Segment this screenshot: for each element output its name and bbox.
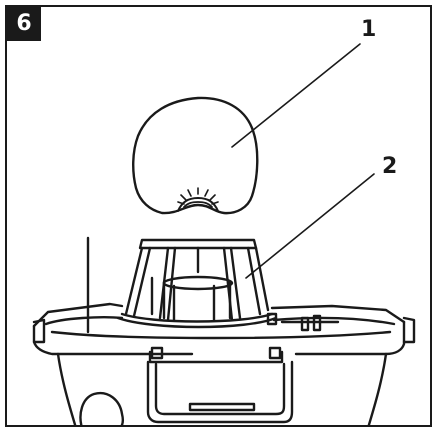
callout-label-2: 2 — [382, 154, 398, 179]
tank-body — [56, 352, 388, 425]
filter-bag — [132, 96, 259, 215]
callout-label-1: 1 — [361, 17, 377, 42]
callout-2-leader — [245, 173, 375, 279]
tank-rim — [32, 302, 416, 356]
rim-fittings — [266, 312, 340, 332]
vacuum-filter-illustration — [32, 43, 416, 425]
step-number-badge: 6 — [7, 7, 41, 41]
figure-frame: 6 1 2 — [5, 5, 432, 427]
callout-1-leader — [231, 43, 361, 148]
tank-clamp — [146, 346, 294, 424]
filter-cage — [116, 238, 278, 329]
